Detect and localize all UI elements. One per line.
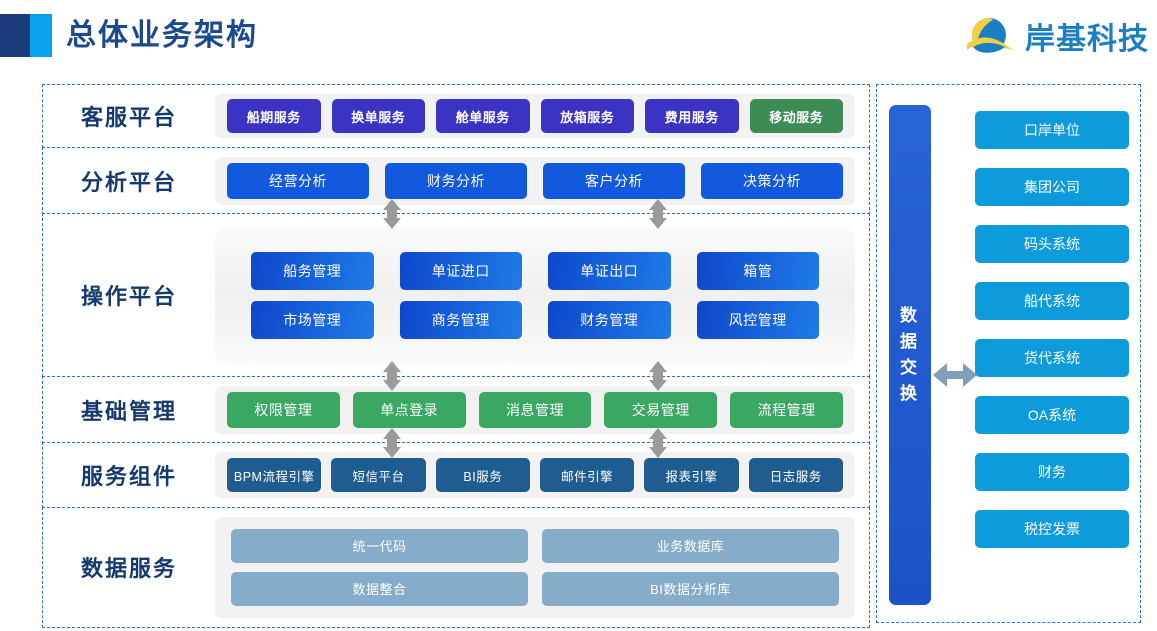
module-chip[interactable]: 报表引擎 — [644, 458, 739, 492]
layer-items: 船务管理 单证进口 单证出口 箱管 市场管理 商务管理 财务管理 风控管理 — [215, 225, 855, 365]
banner-accent-dark — [0, 14, 30, 57]
page-header: 总体业务架构 岸基科技 — [0, 0, 1157, 72]
external-system-item[interactable]: 口岸单位 — [975, 111, 1129, 149]
layer-items: 权限管理 单点登录 消息管理 交易管理 流程管理 — [215, 385, 855, 434]
exchange-char: 据 — [900, 332, 920, 351]
layer-label: 操作平台 — [80, 284, 177, 309]
module-chip[interactable]: 风控管理 — [696, 300, 819, 339]
module-chip[interactable]: 财务管理 — [548, 300, 671, 339]
module-chip[interactable]: BPM流程引擎 — [227, 458, 322, 492]
layer-items: 统一代码 业务数据库 数据整合 BI数据分析库 — [215, 516, 855, 618]
module-chip[interactable]: 费用服务 — [645, 99, 739, 133]
banner-accent-light — [30, 14, 52, 57]
module-row: 数据整合 BI数据分析库 — [231, 571, 839, 606]
external-system-item[interactable]: 船代系统 — [975, 282, 1129, 320]
module-chip[interactable]: 商务管理 — [399, 300, 522, 339]
module-chip[interactable]: 放箱服务 — [540, 99, 634, 133]
module-chip[interactable]: 流程管理 — [730, 391, 843, 428]
module-chip[interactable]: 消息管理 — [478, 391, 592, 428]
architecture-diagram: 客服平台 船期服务 换单服务 舱单服务 放箱服务 费用服务 移动服务 分析平台 … — [0, 72, 1157, 631]
company-logo: 岸基科技 — [963, 14, 1149, 58]
layer-customer-service: 客服平台 船期服务 换单服务 舱单服务 放箱服务 费用服务 移动服务 — [42, 84, 870, 148]
layer-label: 服务组件 — [80, 464, 177, 489]
external-system-item[interactable]: OA系统 — [975, 396, 1129, 434]
module-chip[interactable]: 权限管理 — [227, 391, 340, 428]
layer-items: 经营分析 财务分析 客户分析 决策分析 — [215, 156, 855, 205]
external-system-item[interactable]: 码头系统 — [975, 225, 1129, 263]
module-chip[interactable]: 统一代码 — [231, 528, 528, 563]
layer-base-management: 基础管理 权限管理 单点登录 消息管理 交易管理 流程管理 — [42, 375, 870, 458]
page-title: 总体业务架构 — [66, 19, 258, 52]
external-system-item[interactable]: 货代系统 — [975, 339, 1129, 377]
layer-data-services: 数据服务 统一代码 业务数据库 数据整合 BI数据分析库 — [42, 506, 870, 628]
module-chip[interactable]: 船期服务 — [227, 99, 321, 133]
logo-text: 岸基科技 — [1025, 23, 1149, 56]
external-system-item[interactable]: 税控发票 — [975, 510, 1129, 548]
module-chip[interactable]: 决策分析 — [701, 162, 843, 199]
module-chip-mobile[interactable]: 移动服务 — [749, 99, 843, 133]
banner-accent — [0, 14, 52, 57]
module-chip[interactable]: BI服务 — [435, 458, 530, 492]
wave-circle-icon — [967, 18, 1013, 53]
layer-label: 客服平台 — [80, 105, 177, 130]
module-row: 统一代码 业务数据库 — [231, 528, 839, 563]
module-chip[interactable]: 业务数据库 — [542, 528, 839, 563]
module-chip[interactable]: 日志服务 — [748, 458, 843, 492]
module-chip[interactable]: 单证进口 — [399, 251, 522, 290]
module-chip[interactable]: 船务管理 — [251, 251, 374, 290]
module-chip[interactable]: 客户分析 — [543, 162, 685, 199]
layer-service-components: 服务组件 BPM流程引擎 短信平台 BI服务 邮件引擎 报表引擎 日志服务 — [42, 442, 870, 508]
platform-stack: 客服平台 船期服务 换单服务 舱单服务 放箱服务 费用服务 移动服务 分析平台 … — [42, 84, 870, 628]
exchange-char: 交 — [900, 358, 920, 377]
module-chip[interactable]: 数据整合 — [231, 571, 528, 606]
bidirectional-arrow-icon — [933, 363, 977, 387]
layer-analysis: 分析平台 经营分析 财务分析 客户分析 决策分析 — [42, 146, 870, 229]
module-chip[interactable]: 舱单服务 — [436, 99, 530, 133]
layer-label: 数据服务 — [80, 556, 177, 581]
exchange-char: 换 — [900, 384, 920, 403]
exchange-char: 数 — [900, 306, 920, 325]
module-chip[interactable]: 单点登录 — [352, 391, 466, 428]
module-chip[interactable]: 单证出口 — [548, 251, 671, 290]
module-chip[interactable]: 经营分析 — [227, 162, 369, 199]
layer-label: 基础管理 — [80, 398, 177, 424]
module-chip[interactable]: 财务分析 — [385, 162, 527, 199]
module-chip[interactable]: BI数据分析库 — [542, 571, 839, 606]
module-chip[interactable]: 邮件引擎 — [539, 458, 635, 492]
layer-items: BPM流程引擎 短信平台 BI服务 邮件引擎 报表引擎 日志服务 — [215, 452, 855, 498]
layer-items: 船期服务 换单服务 舱单服务 放箱服务 费用服务 移动服务 — [215, 94, 855, 138]
data-exchange-bar: 数 据 交 换 — [889, 105, 931, 605]
layer-label: 分析平台 — [80, 169, 177, 195]
module-row: 船务管理 单证进口 单证出口 箱管 — [251, 251, 819, 290]
module-chip[interactable]: 箱管 — [696, 251, 819, 290]
external-integration-panel: 数 据 交 换 口岸单位 集团公司 码头系统 船代系统 货代系统 OA系统 财务… — [876, 84, 1141, 623]
module-chip[interactable]: 交易管理 — [604, 391, 718, 428]
module-row: 市场管理 商务管理 财务管理 风控管理 — [251, 300, 819, 339]
external-system-list: 口岸单位 集团公司 码头系统 船代系统 货代系统 OA系统 财务 税控发票 — [975, 111, 1129, 548]
module-chip[interactable]: 换单服务 — [331, 99, 425, 133]
external-system-item[interactable]: 集团公司 — [975, 168, 1129, 206]
external-system-item[interactable]: 财务 — [975, 453, 1129, 491]
layer-operations: 操作平台 船务管理 单证进口 单证出口 箱管 市场管理 商务管理 财务管理 风控… — [42, 213, 870, 391]
module-chip[interactable]: 短信平台 — [331, 458, 426, 492]
module-chip[interactable]: 市场管理 — [251, 300, 374, 339]
